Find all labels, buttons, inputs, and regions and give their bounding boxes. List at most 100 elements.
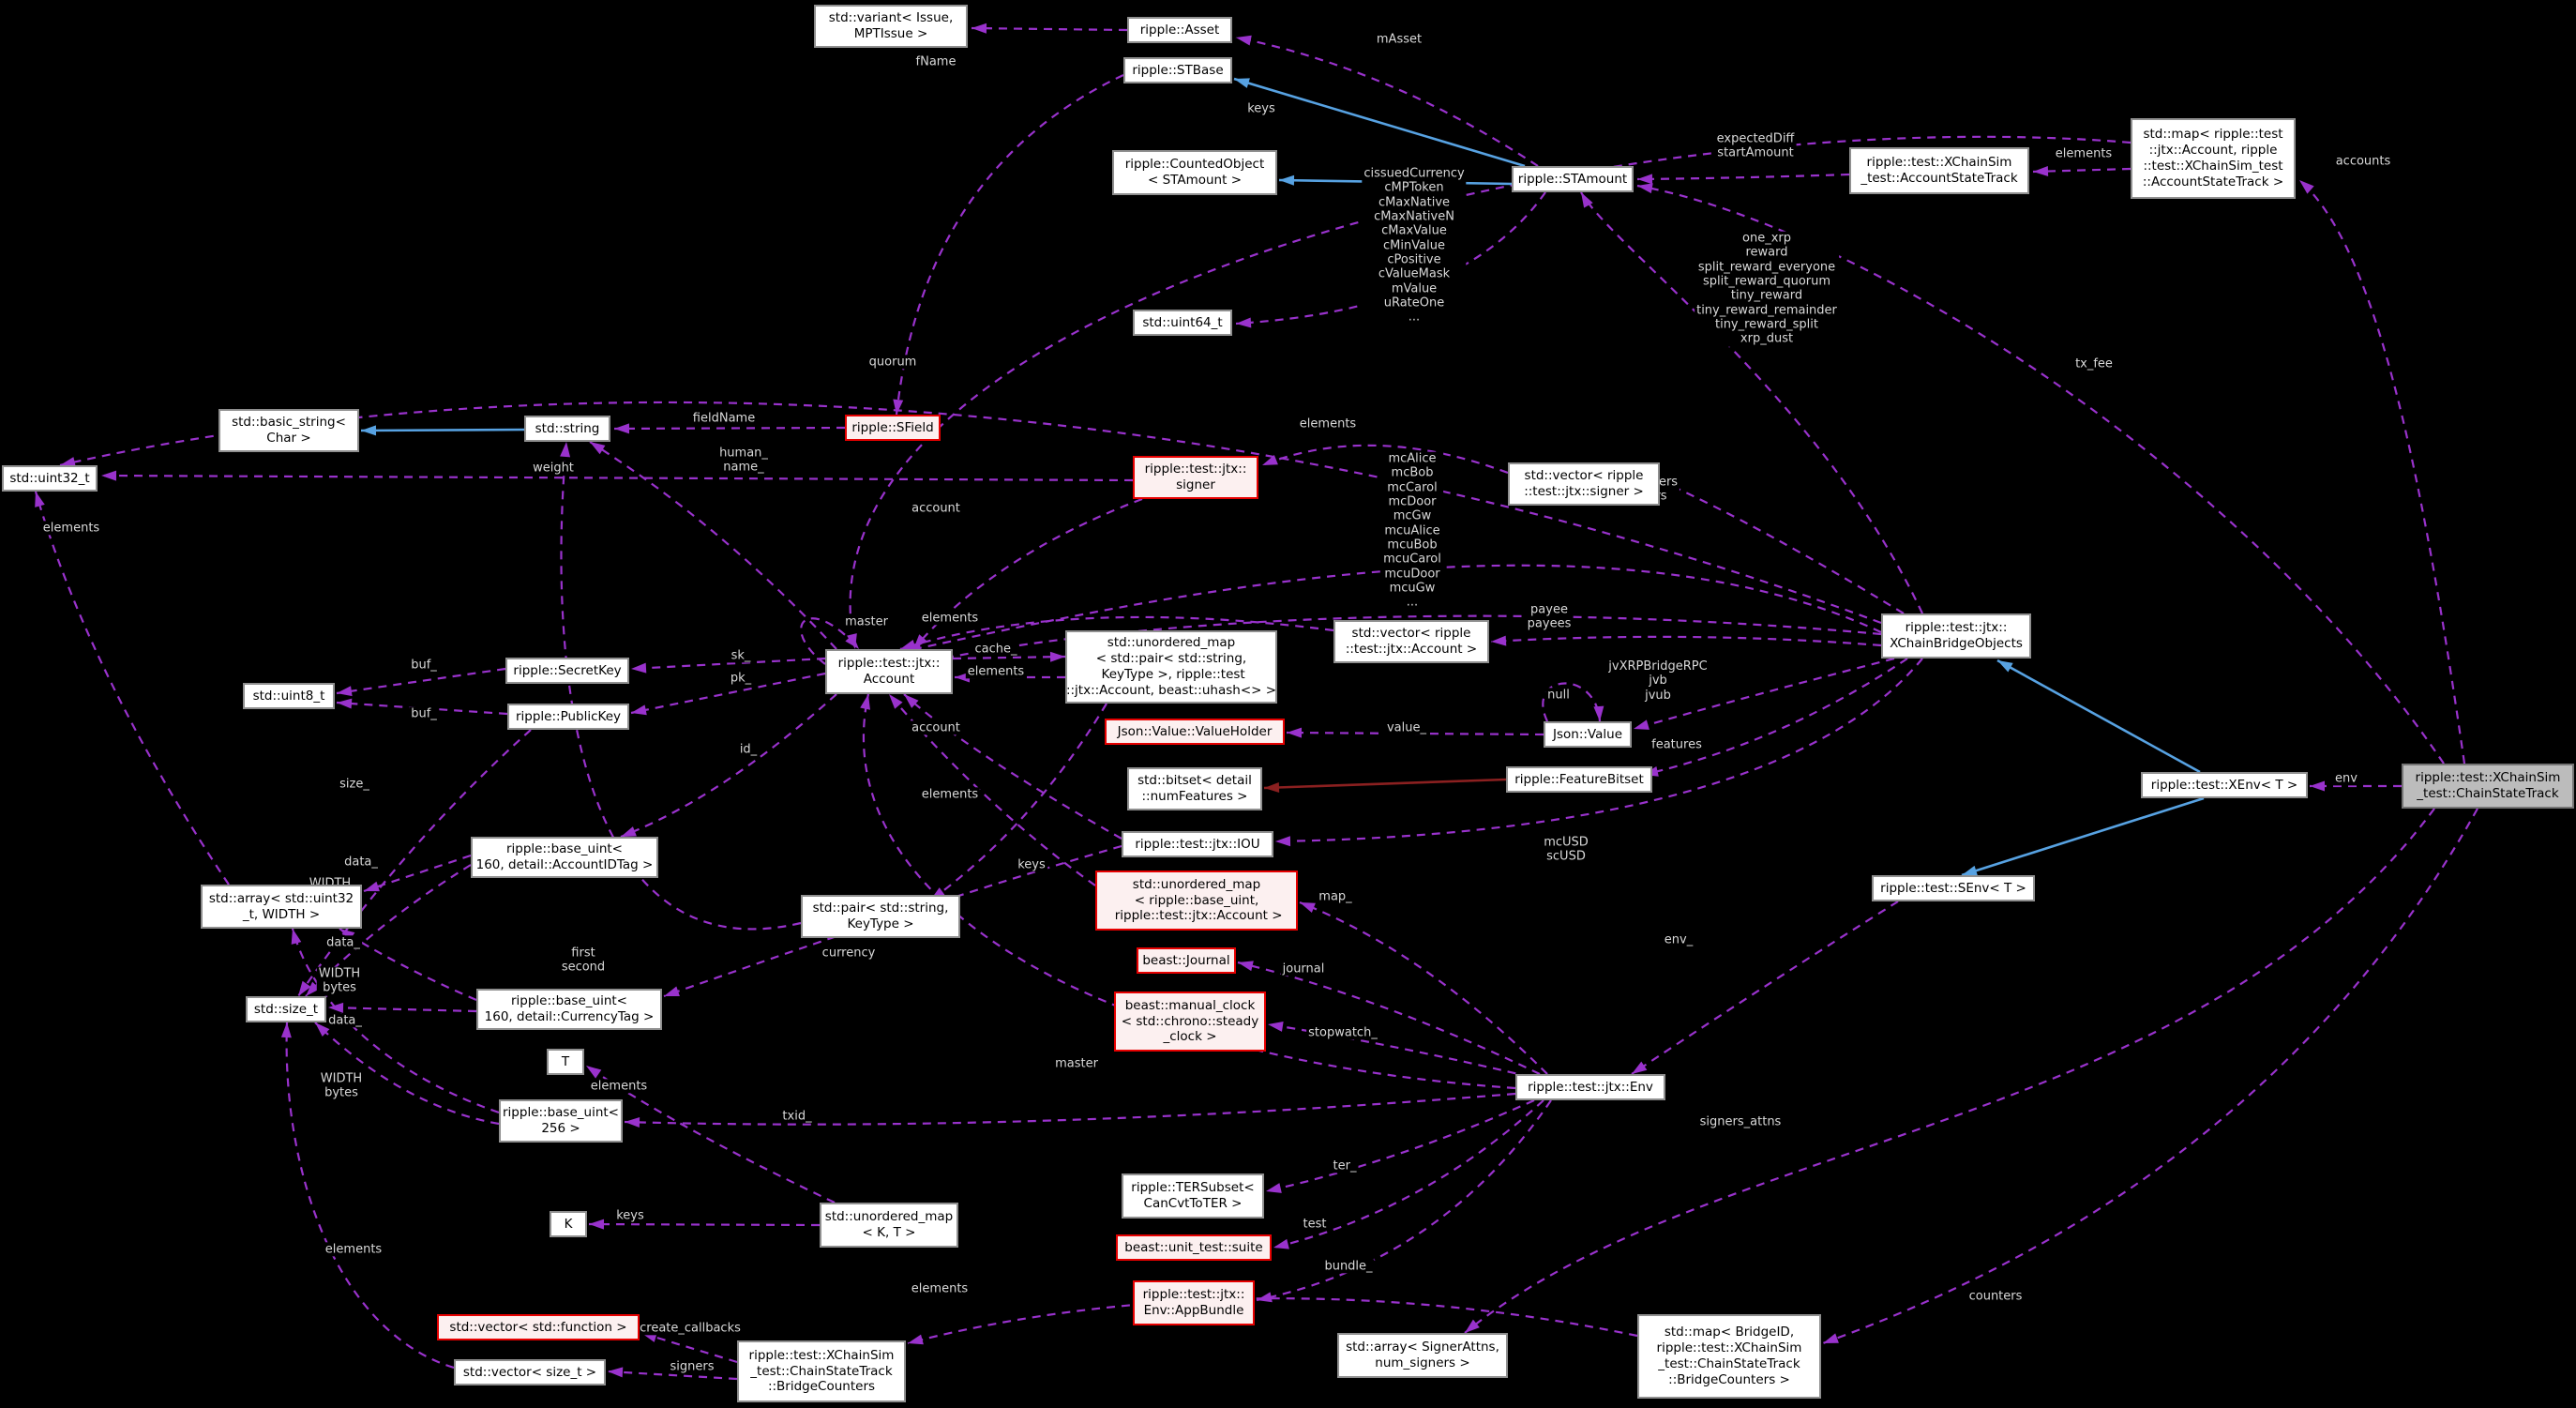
edge-label-cst-stamount: tx_fee — [2073, 356, 2115, 371]
edge-label-publickey-uint8: buf_ — [409, 706, 439, 721]
class-node-ast[interactable]: ripple::test::XChainSim _test::AccountSt… — [1849, 147, 2029, 194]
edge-label-cst-map_ast: accounts — [2333, 154, 2393, 169]
edge-signer-to-account — [912, 497, 1143, 650]
edge-account-to-publickey — [630, 672, 826, 715]
edge-label-map_bridge-bridgecounters: elements — [909, 1281, 971, 1296]
class-node-uint8[interactable]: std::uint8_t — [243, 683, 335, 709]
class-node-sfield[interactable]: ripple::SField — [845, 415, 941, 441]
edge-label-account-account: master — [843, 614, 890, 629]
class-node-uint64[interactable]: std::uint64_t — [1133, 310, 1232, 336]
arrowhead-ast — [2033, 166, 2049, 177]
arrowhead-sizet — [298, 980, 311, 996]
arrowhead-valueholder — [1287, 727, 1303, 738]
edge-jsonvalue-to-jsonvalue — [1542, 682, 1602, 722]
class-node-vec_signer[interactable]: std::vector< ripple ::test::jtx::signer … — [1508, 462, 1660, 506]
class-node-sizet[interactable]: std::size_t — [246, 996, 326, 1022]
class-node-umap_base[interactable]: std::unordered_map < ripple::base_uint, … — [1095, 871, 1298, 931]
class-node-secretkey[interactable]: ripple::SecretKey — [505, 658, 629, 684]
class-node-senv[interactable]: ripple::test::SEnv< T > — [1872, 875, 2035, 901]
edge-label-senv-env: env_ — [1662, 932, 1695, 947]
class-node-K[interactable]: K — [550, 1211, 587, 1237]
class-node-map_ast[interactable]: std::map< ripple::test ::jtx::Account, r… — [2131, 118, 2296, 199]
arrowhead-bitset — [1264, 781, 1280, 793]
class-node-vec_sizet[interactable]: std::vector< size_t > — [454, 1359, 606, 1385]
edge-account-to-acctid — [620, 693, 837, 839]
class-node-uint32[interactable]: std::uint32_t — [2, 465, 98, 492]
edge-label-env-umap_base: map_ — [1317, 889, 1354, 904]
edge-label-env-appbundle: bundle_ — [1322, 1259, 1375, 1274]
arrowhead-xenv — [2310, 780, 2325, 792]
edge-account-to-account — [800, 617, 860, 665]
class-node-xbo[interactable]: ripple::test::jtx:: XChainBridgeObjects — [1881, 613, 2031, 659]
class-node-T[interactable]: T — [547, 1049, 584, 1075]
arrowhead-account — [889, 694, 903, 709]
arrowhead-account — [904, 694, 919, 708]
edge-label-xbo-account: payee payees — [1525, 602, 1574, 632]
arrowhead-tersubset — [1266, 1183, 1282, 1193]
class-node-bitset[interactable]: std::bitset< detail ::numFeatures > — [1127, 767, 1262, 810]
class-node-signer[interactable]: ripple::test::jtx:: signer — [1133, 456, 1258, 499]
arrowhead-signer — [1262, 454, 1278, 465]
class-node-array32[interactable]: std::array< std::uint32 _t, WIDTH > — [201, 885, 362, 929]
class-node-counted[interactable]: ripple::CountedObject < STAmount > — [1112, 150, 1277, 195]
class-node-variant[interactable]: std::variant< Issue, MPTIssue > — [814, 5, 968, 48]
arrowhead-env — [1632, 1061, 1648, 1074]
class-node-stbase[interactable]: ripple::STBase — [1123, 57, 1232, 83]
class-node-currency[interactable]: ripple::base_uint< 160, detail::Currency… — [476, 989, 662, 1030]
class-node-vec_account[interactable]: std::vector< ripple ::test::jtx::Account… — [1333, 620, 1489, 663]
class-node-valueholder[interactable]: Json::Value::ValueHolder — [1105, 719, 1285, 745]
class-node-stamount[interactable]: ripple::STAmount — [1512, 166, 1634, 192]
edge-label-xbo-featurebitset: features — [1650, 737, 1704, 752]
arrowhead-basicstring — [361, 425, 377, 436]
edge-label-iou-currency: currency — [820, 946, 878, 961]
class-node-string[interactable]: std::string — [524, 416, 610, 442]
class-node-umap_kt[interactable]: std::unordered_map < K, T > — [820, 1203, 958, 1248]
edge-label-map_ast-ast: elements — [2053, 146, 2115, 161]
edge-array32-to-uint32 — [34, 491, 230, 886]
class-node-array_sa[interactable]: std::array< SignerAttns, num_signers > — [1337, 1333, 1508, 1378]
class-node-appbundle[interactable]: ripple::test::jtx:: Env::AppBundle — [1133, 1280, 1255, 1325]
edge-umap_kt-to-K — [588, 1222, 821, 1227]
class-node-asset[interactable]: ripple::Asset — [1127, 17, 1232, 43]
class-node-bridgecounters[interactable]: ripple::test::XChainSim _test::ChainStat… — [737, 1340, 906, 1402]
arrowhead-vec_sizet — [608, 1367, 624, 1378]
arrowhead-string — [560, 442, 571, 458]
class-node-publickey[interactable]: ripple::PublicKey — [507, 704, 629, 730]
edge-xbo-to-jsonvalue — [1633, 657, 1895, 731]
edge-label-signer-uint32: weight — [531, 461, 576, 476]
class-node-umap_cache[interactable]: std::unordered_map < std::pair< std::str… — [1065, 630, 1277, 704]
class-node-pair[interactable]: std::pair< std::string, KeyType > — [801, 895, 960, 938]
arrowhead-account — [900, 639, 916, 650]
arrowhead-acctid — [621, 826, 637, 837]
class-node-journal[interactable]: beast::Journal — [1137, 947, 1236, 974]
edge-label-account-publickey: pk_ — [728, 671, 754, 686]
edge-label-account-umap_cache: cache_ — [972, 642, 1019, 657]
class-node-acctid[interactable]: ripple::base_uint< 160, detail::AccountI… — [471, 837, 658, 878]
arrowhead-stamount — [1637, 174, 1653, 185]
class-node-vec_func[interactable]: std::vector< std::function > — [437, 1314, 640, 1340]
class-node-tersubset[interactable]: ripple::TERSubset< CanCvtToTER > — [1122, 1173, 1264, 1219]
class-node-account[interactable]: ripple::test::jtx:: Account — [825, 649, 953, 694]
class-node-basicstring[interactable]: std::basic_string< Char > — [218, 409, 359, 452]
class-node-xenv[interactable]: ripple::test::XEnv< T > — [2141, 772, 2308, 798]
edge-env-to-journal — [1237, 961, 1541, 1075]
edge-label-xbo-stamount: one_xrp reward split_reward_everyone spl… — [1695, 231, 1839, 347]
arrowhead-senv — [1962, 865, 1978, 876]
class-node-manualclock[interactable]: beast::manual_clock < std::chrono::stead… — [1114, 992, 1266, 1052]
arrowhead-journal — [1238, 961, 1254, 972]
class-node-cst[interactable]: ripple::test::XChainSim _test::ChainStat… — [2402, 764, 2574, 809]
edge-map_bridge-to-bridgecounters — [907, 1297, 1638, 1345]
class-node-env[interactable]: ripple::test::jtx::Env — [1515, 1074, 1665, 1100]
edge-label-sfield-string: fieldName — [690, 411, 758, 426]
class-node-base256[interactable]: ripple::base_uint< 256 > — [499, 1099, 623, 1143]
edge-label-stbase-sfield: fName — [913, 54, 958, 69]
class-node-map_bridge[interactable]: std::map< BridgeID, ripple::test::XChain… — [1637, 1314, 1821, 1399]
edge-label-env-account: master — [1053, 1056, 1100, 1071]
edge-currency-to-sizet — [327, 1006, 477, 1013]
class-node-iou[interactable]: ripple::test::jtx::IOU — [1122, 831, 1273, 857]
class-node-jsonvalue[interactable]: Json::Value — [1544, 721, 1632, 748]
class-node-suite[interactable]: beast::unit_test::suite — [1116, 1234, 1272, 1261]
edge-label-account-acctid: id_ — [737, 742, 760, 757]
edge-signer-to-uint32 — [100, 474, 1134, 482]
class-node-featurebitset[interactable]: ripple::FeatureBitset — [1506, 766, 1652, 793]
